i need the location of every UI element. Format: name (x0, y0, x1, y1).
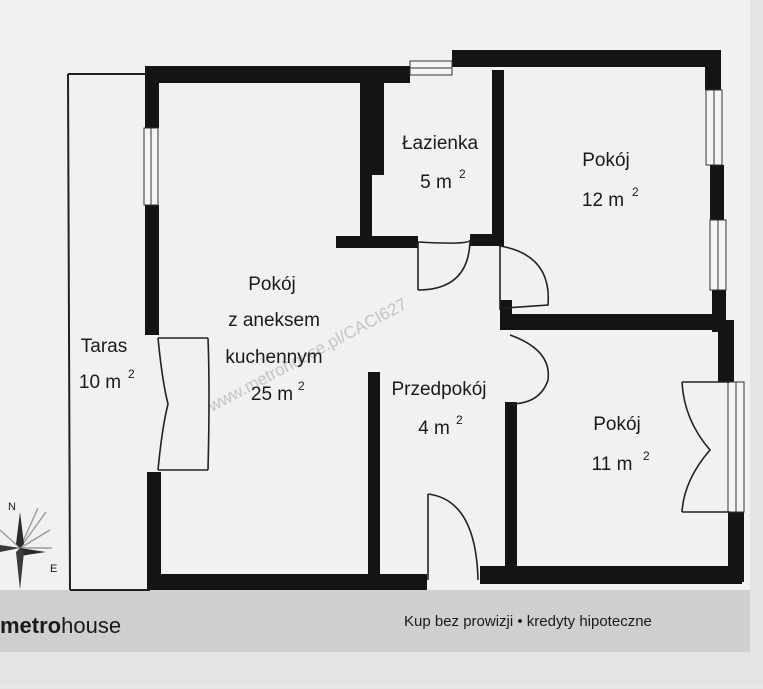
interior-walls (336, 70, 720, 580)
terrace-outline (67, 73, 150, 591)
compass-rose: N E (0, 501, 57, 590)
footer: metrohouse Kup bez prowizji • kredyty hi… (0, 613, 652, 638)
brand-logo: metrohouse (0, 613, 121, 638)
room-11-area-sup: 2 (643, 449, 650, 463)
room-living-line1: Pokój (248, 274, 296, 295)
compass-north-arrow-icon (16, 512, 24, 548)
room-bathroom-name: Łazienka (402, 133, 478, 154)
room-terrace-area-sup: 2 (128, 367, 135, 381)
room-terrace: Taras 10 m 2 (79, 336, 135, 393)
doors (157, 239, 730, 581)
windows (143, 60, 745, 513)
room-terrace-area: 10 m (79, 372, 121, 393)
compass-east-label: E (50, 563, 57, 575)
room-terrace-name: Taras (81, 336, 127, 357)
room-hall: Przedpokój 4 m 2 (391, 379, 486, 439)
compass-east-arrow-icon (20, 548, 46, 556)
compass-north-label: N (8, 501, 16, 513)
room-11-name: Pokój (593, 414, 641, 435)
brand-bold: metro (0, 613, 61, 638)
room-hall-name: Przedpokój (391, 379, 486, 400)
room-11-area: 11 m (592, 454, 633, 475)
room-12: Pokój 12 m 2 (582, 150, 639, 211)
brand-light: house (61, 613, 121, 638)
exterior-walls (145, 50, 744, 590)
room-living-area-sup: 2 (298, 379, 305, 393)
room-living-line2: z aneksem (228, 310, 320, 331)
room-bathroom-area-sup: 2 (459, 167, 466, 181)
room-12-name: Pokój (582, 150, 630, 171)
footer-tagline: Kup bez prowizji • kredyty hipoteczne (404, 613, 652, 630)
room-hall-area-sup: 2 (456, 413, 463, 427)
room-hall-area: 4 m (418, 418, 450, 439)
room-12-area-sup: 2 (632, 185, 639, 199)
footer-band (0, 590, 750, 652)
room-bathroom: Łazienka 5 m 2 (402, 133, 478, 193)
room-living-line3: kuchennym (225, 347, 322, 368)
room-11: Pokój 11 m 2 (592, 414, 650, 475)
room-12-area: 12 m (582, 190, 624, 211)
room-living-area: 25 m (251, 384, 293, 405)
room-living: Pokój z aneksem kuchennym 25 m 2 (225, 274, 322, 405)
room-bathroom-area: 5 m (420, 172, 452, 193)
